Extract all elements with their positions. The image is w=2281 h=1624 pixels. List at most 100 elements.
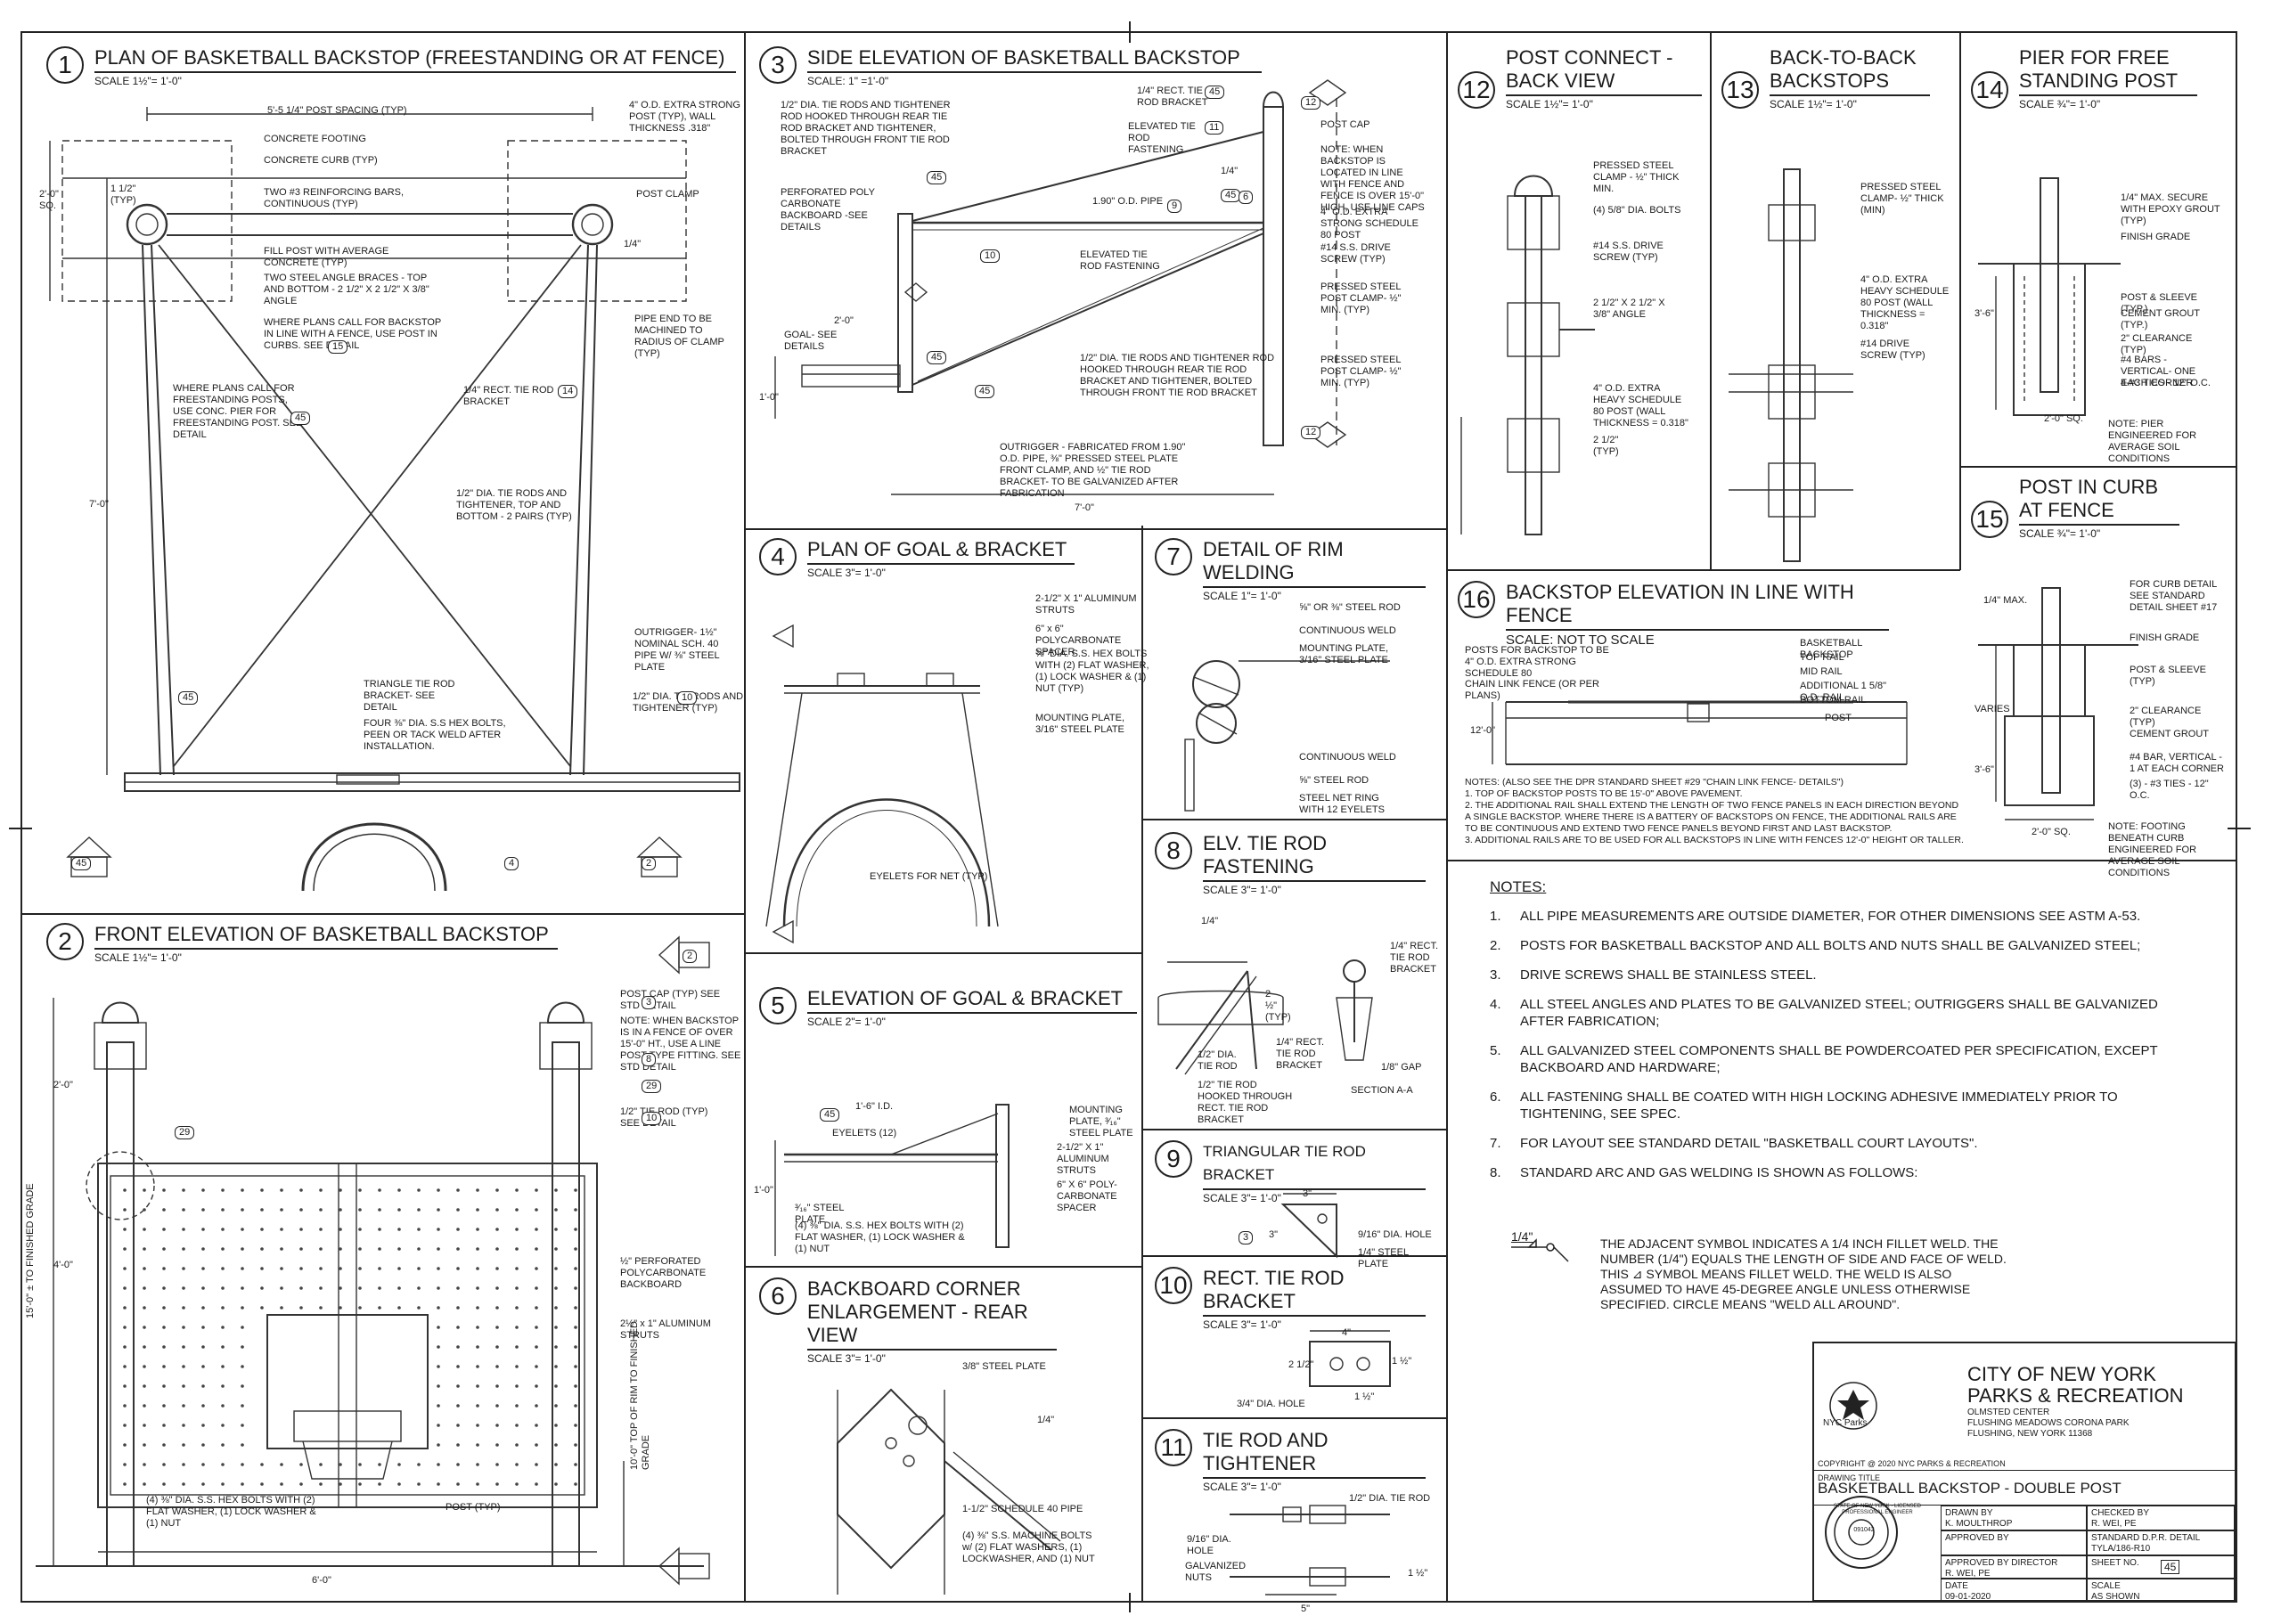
d14-callout: FINISH GRADE	[2121, 232, 2191, 242]
detail-9-title: 9 TRIANGULAR TIE ROD BRACKET SCALE 3"= 1…	[1155, 1140, 1426, 1204]
perforation-dot	[456, 1286, 460, 1290]
perforation-dot	[456, 1247, 460, 1251]
perforation-dot	[554, 1247, 558, 1251]
detail-15-title: 15 POST IN CURB AT FENCE SCALE ¾"= 1'-0"	[1971, 476, 2179, 540]
perforation-dot	[221, 1384, 225, 1388]
d3-callout: 7'-0"	[1075, 502, 1094, 513]
perforation-dot	[201, 1326, 205, 1329]
perforation-dot	[456, 1345, 460, 1349]
perforation-dot	[143, 1267, 146, 1270]
d10-callout: 2 1/2"	[1288, 1359, 1314, 1370]
perforation-dot	[495, 1286, 499, 1290]
detail-reference-bubble: 8	[642, 1053, 657, 1066]
d3-callout: PRESSED STEEL POST CLAMP- ½" MIN. (TYP)	[1320, 355, 1402, 388]
perforation-dot	[143, 1404, 146, 1408]
perforation-dot	[241, 1463, 244, 1466]
d7-callout: STEEL NET RING WITH 12 EYELETS	[1299, 793, 1385, 815]
d16-callout: TOP RAIL	[1800, 652, 1844, 663]
perforation-dot	[456, 1208, 460, 1212]
perforation-dot	[299, 1306, 303, 1310]
detail-reference-bubble: 10	[677, 691, 698, 705]
perforation-dot	[417, 1228, 421, 1231]
d14-callout: 2" CLEARANCE (TYP)	[2121, 333, 2193, 355]
perforation-dot	[476, 1384, 479, 1388]
perforation-dot	[495, 1424, 499, 1427]
d6-callout: 1-1/2" SCHEDULE 40 PIPE	[962, 1504, 1083, 1514]
perforation-dot	[456, 1326, 460, 1329]
d10-callout: 1 ½"	[1392, 1356, 1412, 1367]
d3-callout: OUTRIGGER - FABRICATED FROM 1.90" O.D. P…	[1000, 442, 1186, 499]
perforation-dot	[535, 1345, 538, 1349]
perforation-dot	[182, 1424, 185, 1427]
d15-callout: FINISH GRADE	[2130, 632, 2200, 643]
perforation-dot	[221, 1424, 225, 1427]
perforation-dot	[397, 1482, 401, 1486]
d3-callout: PERFORATED POLY CARBONATE BACKBOARD -SEE…	[781, 187, 875, 233]
detail-5-title: 5 ELEVATION OF GOAL & BRACKET SCALE 2"= …	[759, 987, 1137, 1028]
d5-callout: ³⁄₁₆" STEEL PLATE	[795, 1203, 845, 1225]
perforation-dot	[299, 1286, 303, 1290]
d3-callout: #14 S.S. DRIVE SCREW (TYP)	[1320, 242, 1391, 265]
d15-callout: CEMENT GROUT	[2130, 729, 2210, 739]
general-note: 6.ALL FASTENING SHALL BE COATED WITH HIG…	[1490, 1089, 2118, 1122]
detail-reference-bubble: 10	[980, 249, 1001, 263]
d3-callout: 1.90" O.D. PIPE	[1092, 196, 1164, 207]
perforation-dot	[495, 1306, 499, 1310]
perforation-dot	[123, 1384, 127, 1388]
perforation-dot	[339, 1286, 342, 1290]
detail-reference-bubble: 12	[1301, 96, 1321, 110]
d16-callout: CHAIN LINK FENCE (OR PER PLANS)	[1465, 679, 1599, 701]
d5-callout: 1'-6" I.D.	[855, 1101, 894, 1112]
general-note: 1.ALL PIPE MEASUREMENTS ARE OUTSIDE DIAM…	[1490, 909, 2141, 924]
perforation-dot	[143, 1424, 146, 1427]
perforation-dot	[143, 1384, 146, 1388]
perforation-dot	[495, 1384, 499, 1388]
perforation-dot	[162, 1404, 166, 1408]
perforation-dot	[182, 1326, 185, 1329]
detail-16-notes: NOTES: (ALSO SEE THE DPR STANDARD SHEET …	[1465, 777, 1964, 846]
d5-callout: 2-1/2" X 1" ALUMINUM STRUTS	[1057, 1142, 1109, 1176]
d10-callout: 4"	[1342, 1327, 1352, 1338]
d11-callout: 1 ½"	[1408, 1568, 1428, 1579]
perforation-dot	[260, 1208, 264, 1212]
perforation-dot	[515, 1404, 519, 1408]
perforation-dot	[182, 1463, 185, 1466]
d2-callout: 4'-0"	[53, 1260, 73, 1270]
d3-callout: GOAL- SEE DETAILS	[784, 330, 838, 352]
d7-callout: MOUNTING PLATE, 3/16" STEEL PLATE	[1299, 643, 1389, 665]
detail-reference-bubble: 45	[1205, 86, 1225, 99]
d8-callout: SECTION A-A	[1351, 1085, 1413, 1096]
perforation-dot	[456, 1482, 460, 1486]
sheet-no: 45	[2161, 1560, 2180, 1574]
perforation-dot	[476, 1482, 479, 1486]
detail-reference-bubble: 45	[927, 171, 947, 184]
perforation-dot	[280, 1208, 283, 1212]
perforation-dot	[123, 1345, 127, 1349]
perforation-dot	[260, 1188, 264, 1192]
perforation-dot	[241, 1326, 244, 1329]
d2-callout: 6'-0"	[312, 1575, 331, 1586]
general-note: 3.DRIVE SCREWS SHALL BE STAINLESS STEEL.	[1490, 967, 1817, 983]
perforation-dot	[574, 1365, 577, 1368]
d14-callout: #4 BARS - VERTICAL- ONE EACH CORNER	[2121, 355, 2196, 388]
perforation-dot	[437, 1188, 440, 1192]
perforation-dot	[535, 1326, 538, 1329]
perforation-dot	[201, 1463, 205, 1466]
perforation-dot	[495, 1482, 499, 1486]
perforation-dot	[554, 1208, 558, 1212]
perforation-dot	[476, 1188, 479, 1192]
perforation-dot	[319, 1228, 323, 1231]
perforation-dot	[574, 1424, 577, 1427]
d16-callout: 12'-0"	[1470, 725, 1496, 736]
perforation-dot	[143, 1326, 146, 1329]
perforation-dot	[417, 1247, 421, 1251]
perforation-dot	[182, 1365, 185, 1368]
perforation-dot	[515, 1306, 519, 1310]
perforation-dot	[221, 1208, 225, 1212]
d11-callout: 9/16" DIA. HOLE	[1187, 1534, 1231, 1556]
d14-callout: NOTE: PIER ENGINEERED FOR AVERAGE SOIL C…	[2108, 419, 2197, 464]
d1-callout: WHERE PLANS CALL FOR FREESTANDING POSTS,…	[173, 383, 303, 440]
perforation-dot	[378, 1208, 381, 1212]
perforation-dot	[456, 1424, 460, 1427]
perforation-dot	[162, 1345, 166, 1349]
